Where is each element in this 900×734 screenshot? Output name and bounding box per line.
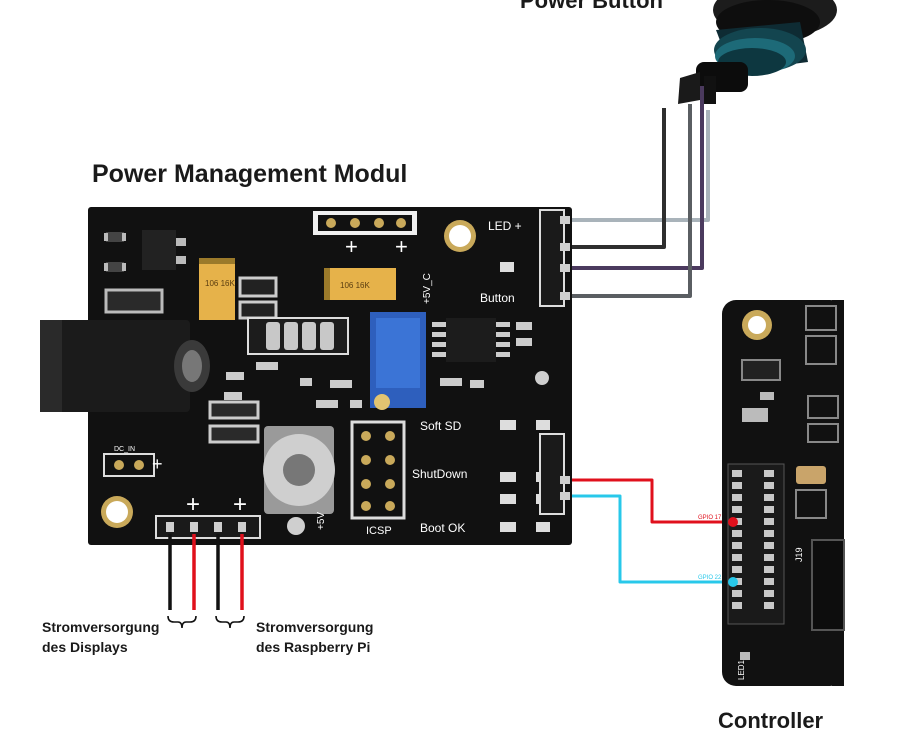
svg-text:+: + (233, 491, 247, 518)
potentiometer (370, 312, 426, 410)
svg-text:106 16K: 106 16K (340, 281, 370, 290)
caption-pi: Stromversorgung des Raspberry Pi (256, 617, 373, 657)
gpio22-label: GPIO 22 (698, 575, 722, 581)
caption-pi-line1: Stromversorgung (256, 619, 374, 635)
wire-gpio17 (566, 478, 733, 524)
caption-display-line1: Stromversorgung (42, 619, 160, 635)
caption-pi-line2: des Raspberry Pi (256, 639, 371, 655)
power-management-board: + + 106 16K 106 16K (40, 207, 572, 545)
caption-display: Stromversorgung des Displays (42, 617, 159, 657)
label-boot-ok: Boot OK (420, 521, 465, 535)
label-shutdown: ShutDown (412, 467, 467, 481)
gpio-header (539, 433, 570, 515)
label-soft-sd: Soft SD (420, 419, 462, 433)
svg-text:+: + (345, 234, 358, 259)
button-wires (566, 86, 710, 298)
brace-display (167, 615, 197, 629)
icsp-header: ICSP (350, 420, 406, 537)
brace-pi (215, 615, 245, 629)
label-button: Button (480, 291, 515, 305)
gpio17-label: GPIO 17 (698, 515, 722, 521)
tantalum-cap-2: 106 16K (324, 268, 396, 300)
svg-text:+: + (152, 454, 163, 474)
svg-text:+: + (186, 491, 200, 518)
dc-in-pads: DC_IN + (103, 446, 163, 477)
caption-display-line2: des Displays (42, 639, 128, 655)
wire-button (566, 86, 704, 270)
svg-text:106 16K: 106 16K (205, 279, 235, 288)
plus5v-label: +5V (316, 512, 327, 530)
wire-led-plus (566, 110, 710, 222)
dc-jack (40, 320, 210, 412)
dc-in-label: DC_IN (114, 446, 135, 453)
icsp-label: ICSP (366, 525, 392, 537)
gpio17-endpoint (728, 517, 738, 527)
gpio-wires (566, 478, 733, 584)
button-header (539, 209, 570, 307)
module-title: Power Management Modul (92, 160, 408, 188)
power-output-wires (168, 534, 244, 610)
power-button-photo (678, 0, 837, 104)
power-button-title: Power Button (520, 0, 663, 13)
pi-header-label: J19 (794, 547, 804, 562)
pi-gpio-header (727, 463, 785, 625)
label-led-plus: LED + (488, 219, 522, 233)
svg-text:+: + (395, 234, 408, 259)
resistor-array (247, 317, 349, 355)
power-out-header: + + (155, 491, 261, 539)
tantalum-cap-1: 106 16K (199, 258, 235, 320)
gpio22-endpoint (728, 577, 738, 587)
pi-led-label: LED1 (737, 659, 746, 680)
raspberry-pi-board: J19 LED1 (722, 300, 845, 686)
wire-button-minus (566, 104, 692, 298)
top-3pin-header: + + (313, 211, 417, 259)
plus5vc-label: +5V_C (422, 273, 433, 304)
wire-gpio22 (566, 494, 733, 584)
battery-holder (263, 426, 335, 514)
ic-chip (432, 318, 532, 388)
wire-led-minus (566, 108, 666, 249)
